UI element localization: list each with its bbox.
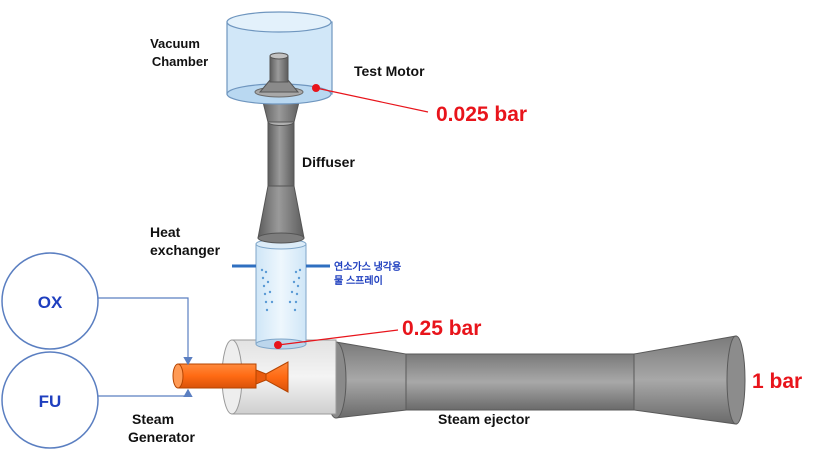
steam-ejector-label: Steam ejector <box>438 411 530 427</box>
pressure-marker-chamber <box>312 84 429 113</box>
red-dot-icon <box>274 341 282 349</box>
steam-generator-label-line2: Generator <box>128 429 195 445</box>
diffuser-label: Diffuser <box>302 154 355 170</box>
vacuum-chamber-label-line2: Chamber <box>152 54 208 69</box>
heat-exchanger-label-line2: exchanger <box>150 242 221 258</box>
fuel-node: FU <box>1 351 99 449</box>
heat-exchanger <box>232 238 330 350</box>
vacuum-chamber-label-line1: Vacuum <box>150 36 200 51</box>
spray-label-line2: 물 스프레이 <box>334 274 383 287</box>
pressure-marker-mid <box>274 329 399 349</box>
fuel-label: FU <box>39 392 62 411</box>
test-motor-label: Test Motor <box>354 63 425 79</box>
oxidizer-label: OX <box>38 293 63 312</box>
pressure-chamber-label: 0.025 bar <box>436 103 527 126</box>
red-dot-icon <box>312 84 320 92</box>
heat-exchanger-label-line1: Heat <box>150 224 181 240</box>
steam-generator <box>172 361 289 393</box>
water-spray-icon <box>260 268 302 312</box>
steam-generator-label-line1: Steam <box>132 411 174 427</box>
spray-label-line1: 연소가스 냉각용 <box>334 260 401 273</box>
diffuser <box>257 97 305 244</box>
oxidizer-node: OX <box>1 252 99 350</box>
steam-ejector <box>325 335 746 425</box>
vacuum-chamber <box>226 11 333 105</box>
test-motor <box>258 52 300 93</box>
propellant-feed-lines <box>98 297 193 398</box>
pressure-exit-label: 1 bar <box>752 370 802 393</box>
pressure-mid-label: 0.25 bar <box>402 317 481 340</box>
